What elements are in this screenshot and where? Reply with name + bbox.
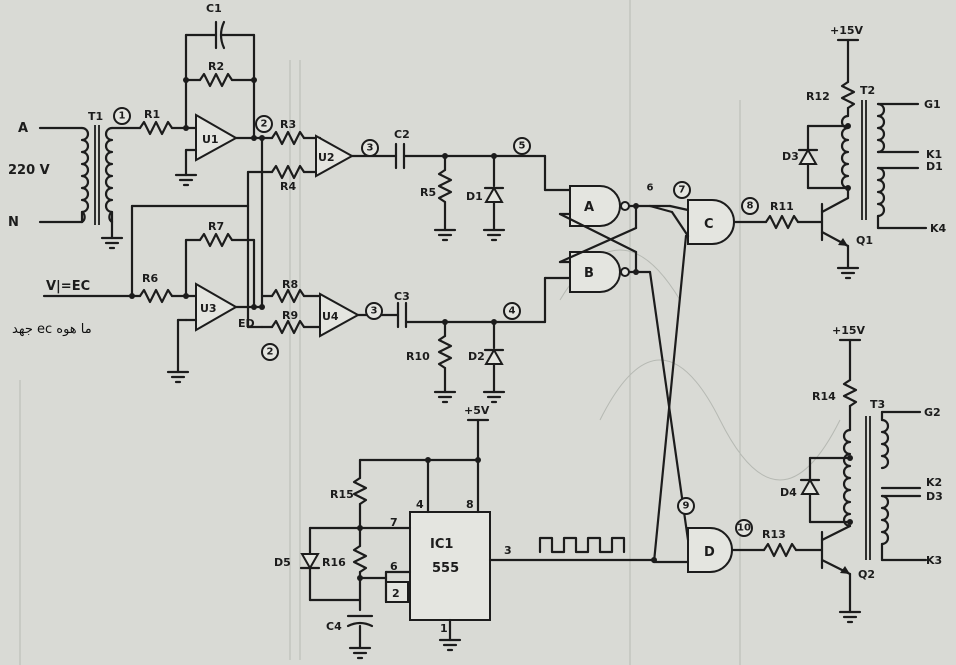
node-8: 8: [747, 201, 754, 212]
supply-timer-label: +5V: [464, 404, 490, 417]
d2-label: D2: [468, 350, 485, 363]
node-7: 7: [679, 185, 686, 196]
r12-label: R12: [806, 90, 830, 103]
ec-input-label: V|=EC: [46, 279, 90, 294]
transformer-t1: [38, 125, 142, 250]
gate-b-label: B: [584, 266, 594, 281]
r16-label: R16: [322, 556, 346, 569]
node-5: 5: [519, 141, 526, 152]
transformer-t3: [799, 338, 928, 562]
flipflop-cross: [558, 203, 639, 275]
c2-label: C2: [394, 128, 410, 141]
pin-4-label: 4: [416, 498, 424, 511]
opamp-u3: [166, 282, 239, 384]
u3-label: U3: [200, 302, 217, 315]
d1-label: D1: [466, 190, 483, 203]
ec-reference-wire: [129, 170, 274, 299]
d3-label: D3: [782, 150, 799, 163]
node-1: 1: [119, 111, 126, 122]
handwritten-note: جهد ec ما هوه: [12, 322, 92, 337]
r3-r4-resistors: [270, 130, 322, 180]
out-k2-label: K2: [926, 476, 942, 489]
c2-r5-d1: [394, 142, 572, 242]
r5-label: R5: [420, 186, 436, 199]
r9-label: R9: [282, 309, 298, 322]
pin-7-label: 7: [390, 516, 398, 529]
input-a-label: A: [18, 121, 28, 136]
c1-label: C1: [206, 2, 222, 15]
t2-label: T2: [860, 84, 875, 97]
ic1-type-label: 555: [432, 561, 459, 576]
c4-label: C4: [326, 620, 342, 633]
node-4: 4: [509, 306, 516, 317]
gate-routing: [648, 204, 690, 564]
out-k4-label: K4: [930, 222, 947, 235]
ic1-label: IC1: [430, 537, 453, 552]
and-gate-c: [648, 199, 768, 245]
q2-label: Q2: [858, 568, 875, 581]
out-k3-label: K3: [926, 554, 942, 567]
r11-label: R11: [770, 200, 794, 213]
c3-r10-d2: [396, 276, 572, 404]
u1-feedback: [183, 20, 264, 141]
pin-1-label: 1: [440, 622, 448, 635]
r3-label: R3: [280, 118, 296, 131]
r7-label: R7: [208, 220, 224, 233]
pin-8-label: 8: [466, 498, 474, 511]
node-2b: 2: [267, 347, 274, 358]
gate-a-label: A: [584, 200, 594, 215]
r13-q2: [762, 524, 862, 624]
r4-label: R4: [280, 180, 296, 193]
r14-label: R14: [812, 390, 836, 403]
d4-label: D4: [780, 486, 797, 499]
r11-q1: [764, 196, 860, 280]
node-10: 10: [737, 523, 751, 534]
transformer-t2: [797, 38, 928, 230]
u4-label: U4: [322, 310, 339, 323]
supply-bottom-label: +15V: [832, 324, 866, 337]
u1-label: U1: [202, 133, 219, 146]
out-g2-label: G2: [924, 406, 941, 419]
paper-texture: [19, 0, 841, 665]
r1-label: R1: [144, 108, 160, 121]
pin-2-label: 2: [392, 587, 400, 600]
t1-label: T1: [88, 110, 103, 123]
supply-top-label: +15V: [830, 24, 864, 37]
stage-bus: [246, 135, 274, 329]
timer-555: [299, 418, 657, 660]
r10-label: R10: [406, 350, 430, 363]
and-gate-d: [687, 527, 766, 573]
gate-d-label: D: [704, 545, 715, 560]
node-3b: 3: [371, 306, 378, 317]
opamp-u1: [174, 113, 239, 187]
node-9: 9: [683, 501, 690, 512]
r15-label: R15: [330, 488, 354, 501]
r2-label: R2: [208, 60, 224, 73]
node-3: 3: [367, 143, 374, 154]
out-k1-label: K1: [926, 148, 942, 161]
r13-label: R13: [762, 528, 786, 541]
r6-label: R6: [142, 272, 158, 285]
u2-label: U2: [318, 151, 335, 164]
pin-6-label: 6: [390, 560, 398, 573]
node-6: 6: [647, 183, 654, 194]
node-markers: 1 2 2 3 3 4 5 6 7 8 9 10: [113, 107, 759, 537]
node-2: 2: [261, 119, 268, 130]
out-g1-label: G1: [924, 98, 941, 111]
t3-label: T3: [870, 398, 885, 411]
r8-label: R8: [282, 278, 298, 291]
out-d3-label: D3: [926, 490, 943, 503]
out-d1-label: D1: [926, 160, 943, 173]
mains-voltage-label: 220 V: [8, 163, 50, 178]
q1-label: Q1: [856, 234, 873, 247]
input-n-label: N: [8, 215, 19, 230]
d5-label: D5: [274, 556, 291, 569]
c3-label: C3: [394, 290, 410, 303]
pin-3-label: 3: [504, 544, 512, 557]
nand-gate-b: [558, 251, 652, 293]
gate-c-label: C: [704, 217, 714, 232]
